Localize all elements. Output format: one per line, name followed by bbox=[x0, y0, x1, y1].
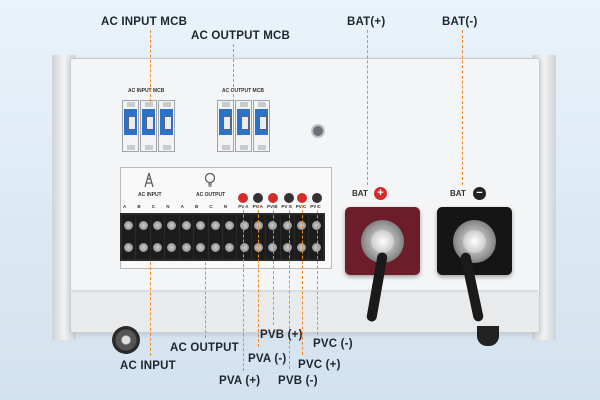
ac-input-mcb[interactable] bbox=[122, 100, 175, 152]
terminal[interactable] bbox=[165, 215, 179, 259]
terminal[interactable] bbox=[208, 215, 222, 259]
terminal-letter: C bbox=[209, 204, 213, 209]
mcb-pole bbox=[217, 100, 234, 152]
caption-pvc-pos: PVC (+) bbox=[298, 359, 341, 371]
bat-neg-terminal[interactable] bbox=[437, 207, 512, 275]
terminal[interactable] bbox=[150, 215, 165, 259]
mcb-pole bbox=[235, 100, 252, 152]
mcb-pole bbox=[140, 100, 157, 152]
leader-ac-input bbox=[150, 262, 151, 356]
caption-ac-output-mcb: AC OUTPUT MCB bbox=[191, 30, 291, 42]
terminal-letter: C bbox=[151, 204, 156, 209]
caption-ac-input: AC INPUT bbox=[120, 360, 176, 372]
terminal[interactable] bbox=[237, 215, 251, 259]
leader-ac-output bbox=[205, 262, 206, 338]
terminal-letter: PV B bbox=[281, 204, 292, 209]
terminal-letter: PV C bbox=[295, 204, 307, 209]
leader-pva-pos bbox=[243, 195, 244, 371]
terminal-letter: PV C bbox=[310, 204, 321, 209]
bat-pos-plate-label: BAT bbox=[352, 189, 368, 198]
pvb-neg-dot-icon bbox=[284, 193, 294, 203]
pva-pos-dot-icon bbox=[238, 193, 248, 203]
cabinet-base bbox=[70, 292, 540, 333]
terminal-letter: PV B bbox=[267, 204, 278, 209]
caption-bat-pos: BAT(+) bbox=[347, 16, 386, 28]
leader-pvc-pos bbox=[302, 195, 303, 355]
caption-pvb-pos: PVB (+) bbox=[260, 329, 303, 341]
pvb-pos-dot-icon bbox=[268, 193, 278, 203]
pvc-neg-dot-icon bbox=[312, 193, 322, 203]
terminal[interactable] bbox=[309, 215, 323, 259]
caption-pva-neg: PVA (-) bbox=[248, 353, 287, 365]
grounding-screw bbox=[311, 124, 325, 138]
mcb-pole bbox=[253, 100, 270, 152]
mcb-pole bbox=[158, 100, 175, 152]
caption-ac-output: AC OUTPUT bbox=[170, 342, 239, 354]
terminal[interactable] bbox=[280, 215, 295, 259]
panel-ac-input-label: AC INPUT bbox=[138, 192, 162, 198]
terminal[interactable] bbox=[179, 215, 194, 259]
terminal[interactable] bbox=[194, 215, 208, 259]
tower-icon bbox=[142, 172, 156, 190]
panel-ac-output-label: AC OUTPUT bbox=[196, 192, 226, 198]
terminal-letter: PV A bbox=[252, 204, 263, 209]
leader-pvb-neg bbox=[289, 195, 290, 369]
terminal-letter: N bbox=[223, 204, 228, 209]
terminal-letter: N bbox=[166, 204, 170, 209]
caption-bat-neg: BAT(-) bbox=[442, 16, 478, 28]
terminal[interactable] bbox=[295, 215, 309, 259]
leader-pva-neg bbox=[258, 195, 259, 347]
terminal-letter: B bbox=[195, 204, 199, 209]
caption-pvc-neg: PVC (-) bbox=[313, 338, 353, 350]
terminal-block[interactable] bbox=[120, 213, 325, 261]
leader-bat-pos bbox=[367, 30, 368, 185]
plus-badge-icon: + bbox=[374, 187, 387, 200]
leader-pvb-pos bbox=[273, 195, 274, 325]
pva-neg-dot-icon bbox=[253, 193, 263, 203]
mcb-out-device-label: AC OUTPUT MCB bbox=[222, 88, 264, 94]
leader-bat-neg bbox=[462, 30, 463, 185]
bat-neg-plate-label: BAT bbox=[450, 189, 466, 198]
leader-pvc-neg bbox=[317, 195, 318, 335]
terminal[interactable] bbox=[222, 215, 237, 259]
leader-ac-output-mcb bbox=[233, 44, 234, 102]
terminal-letter: B bbox=[137, 204, 141, 209]
leader-ac-input-mcb bbox=[150, 30, 151, 102]
ac-output-mcb[interactable] bbox=[217, 100, 270, 152]
mcb-in-device-label: AC INPUT MCB bbox=[128, 88, 165, 94]
terminal-letter: A bbox=[180, 204, 184, 209]
lightbulb-icon bbox=[203, 172, 217, 190]
mcb-pole bbox=[122, 100, 139, 152]
terminal[interactable] bbox=[122, 215, 136, 259]
caster-wheel bbox=[112, 326, 140, 354]
caption-ac-input-mcb: AC INPUT MCB bbox=[101, 16, 188, 28]
terminal[interactable] bbox=[136, 215, 150, 259]
minus-badge-icon: − bbox=[473, 187, 486, 200]
cabinet-foot bbox=[477, 326, 499, 346]
caption-pvb-neg: PVB (-) bbox=[278, 375, 318, 387]
terminal-letter: A bbox=[123, 204, 127, 209]
terminal[interactable] bbox=[266, 215, 280, 259]
pvc-pos-dot-icon bbox=[297, 193, 307, 203]
caption-pva-pos: PVA (+) bbox=[219, 375, 261, 387]
